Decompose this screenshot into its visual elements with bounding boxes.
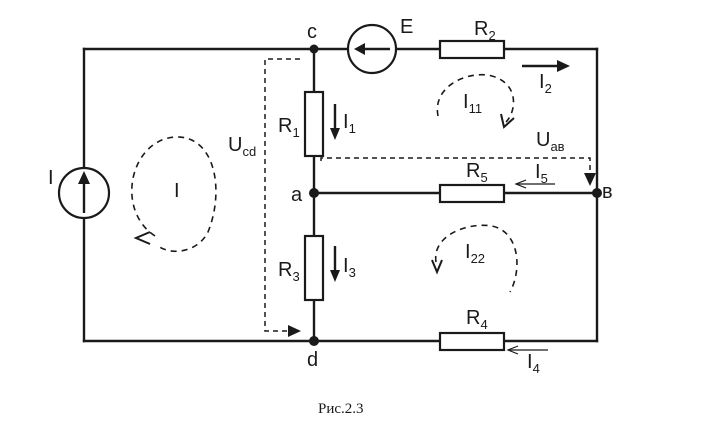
ucd-arrowhead-icon xyxy=(288,325,301,337)
ucd-dashed-path xyxy=(264,58,300,332)
r4-label: R4 xyxy=(466,307,488,332)
node-b-dot xyxy=(592,188,602,198)
i3-label: I3 xyxy=(343,255,356,280)
i1-label: I1 xyxy=(343,111,356,136)
r3-label: R3 xyxy=(278,259,300,284)
loop-i11-arrowhead-icon xyxy=(500,113,515,129)
figure-caption: Рис.2.3 xyxy=(318,401,364,417)
loop-i-arrowhead-icon xyxy=(133,231,151,245)
junction-dots xyxy=(309,44,602,346)
resistor-r5 xyxy=(438,183,506,204)
loop-i-label: I xyxy=(174,180,180,202)
resistor-r4 xyxy=(438,331,506,352)
resistor-r3 xyxy=(303,234,325,302)
node-a-label: a xyxy=(291,184,303,206)
loop-i-path xyxy=(131,136,217,253)
source-emf-label: E xyxy=(400,16,413,38)
i3-arrowhead-icon xyxy=(330,270,340,282)
current-source-arrowhead-icon xyxy=(78,171,90,184)
loop-currents xyxy=(131,74,518,293)
node-d-label: d xyxy=(307,349,318,371)
uab-label: Uав xyxy=(536,129,565,154)
emf-source-arrowhead-icon xyxy=(354,43,365,55)
node-c-dot xyxy=(309,44,319,54)
r2-label: R2 xyxy=(474,18,496,43)
node-d-dot xyxy=(309,336,319,346)
i2-label: I2 xyxy=(539,71,552,96)
labels: c a d в I E R1 R2 R3 R4 R5 I1 I2 I3 I4 I… xyxy=(48,16,613,417)
i5-arrowhead-icon xyxy=(514,179,527,189)
loop-i11-path xyxy=(436,74,515,123)
i4-label: I4 xyxy=(527,351,540,376)
current-arrows xyxy=(330,60,570,355)
uab-dashed-path xyxy=(320,157,591,176)
uab-arrowhead-icon xyxy=(584,173,596,186)
i2-arrowhead-icon xyxy=(557,60,570,72)
loop-i11-label: I11 xyxy=(463,91,482,116)
source-current-label: I xyxy=(48,167,54,189)
loop-i22-label: I22 xyxy=(465,241,485,266)
resistor-r2 xyxy=(438,39,506,60)
r1-label: R1 xyxy=(278,115,300,140)
emf-source xyxy=(346,23,398,75)
voltage-paths xyxy=(264,58,596,337)
i1-arrowhead-icon xyxy=(330,128,340,140)
node-a-dot xyxy=(309,188,319,198)
node-c-label: c xyxy=(307,21,317,43)
r5-label: R5 xyxy=(466,160,488,185)
i4-arrowhead-icon xyxy=(506,345,519,355)
loop-i22-arrowhead-icon xyxy=(431,259,443,275)
resistor-r1 xyxy=(303,90,325,158)
wires xyxy=(82,47,599,343)
ucd-label: Ucd xyxy=(228,134,256,159)
resistors xyxy=(303,39,506,352)
i5-label: I5 xyxy=(535,161,548,186)
node-b-label: в xyxy=(602,181,613,203)
current-source xyxy=(57,166,111,220)
